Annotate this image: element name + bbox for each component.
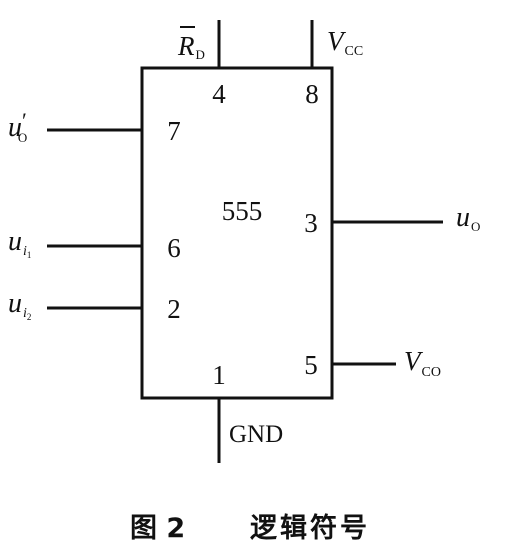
output-subscript: O — [471, 219, 480, 234]
pin-number-7: 7 — [167, 116, 181, 146]
reset-subscript: D — [196, 47, 205, 62]
signal-label-output: uO — [456, 202, 480, 234]
pin-number-4: 4 — [212, 79, 226, 109]
trigger-symbol: u — [8, 288, 22, 319]
pin-number-1: 1 — [212, 360, 226, 390]
threshold-subscript: i — [23, 244, 27, 259]
control-subscript: CO — [422, 365, 441, 380]
threshold-sub-subscript: 1 — [27, 250, 32, 260]
vcc-symbol: V — [327, 26, 347, 56]
signal-label-trigger: ui2 — [8, 288, 31, 322]
pin-number-2: 2 — [167, 294, 181, 324]
signal-label-discharge: u′O — [8, 108, 27, 145]
pin-number-3: 3 — [304, 208, 318, 238]
signal-label-control: VCO — [404, 346, 441, 380]
signal-label-ground: GND — [229, 421, 283, 448]
threshold-symbol: u — [8, 226, 22, 257]
chip-label: 555 — [222, 196, 263, 226]
pin-number-5: 5 — [304, 350, 318, 380]
signal-label-reset: RD — [177, 26, 205, 62]
signal-label-vcc: VCC — [327, 26, 363, 59]
svg-text:RD: RD — [177, 31, 205, 62]
discharge-subscript: O — [18, 130, 27, 145]
control-symbol: V — [404, 346, 424, 376]
trigger-sub-subscript: 2 — [27, 312, 32, 322]
figure-title: 逻辑符号 — [250, 512, 370, 544]
discharge-symbol: u — [8, 112, 22, 143]
chip-body — [140, 66, 334, 400]
vcc-subscript: CC — [345, 44, 364, 59]
output-symbol: u — [456, 202, 470, 233]
figure-number: 图 2 — [130, 513, 185, 544]
reset-symbol: R — [177, 31, 195, 61]
discharge-prime: ′ — [22, 108, 27, 133]
trigger-subscript: i — [23, 306, 27, 321]
pin-number-8: 8 — [305, 79, 319, 109]
signal-label-threshold: ui1 — [8, 226, 31, 260]
pin-number-6: 6 — [167, 233, 181, 263]
